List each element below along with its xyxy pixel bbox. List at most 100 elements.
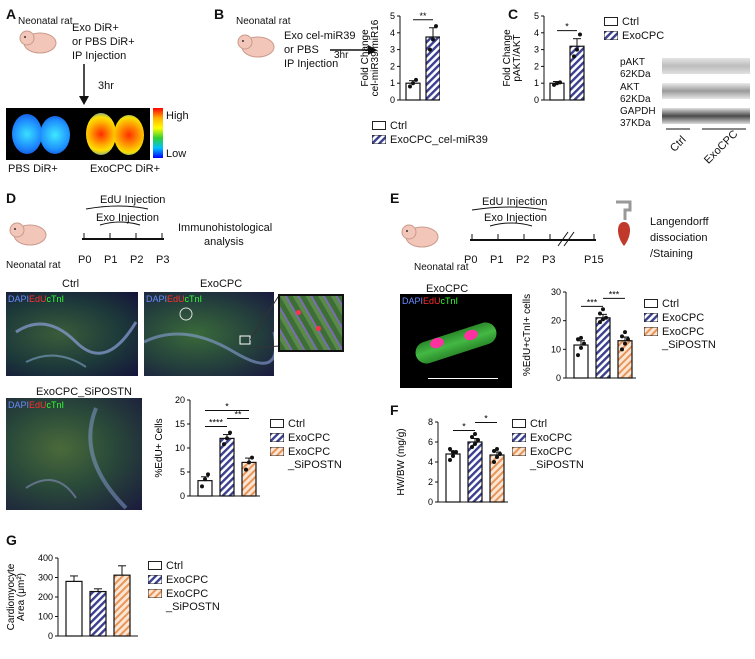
- y-axis-label: %EdU+cTnI+ cells: [522, 294, 533, 376]
- heart-icon: [616, 200, 632, 246]
- data-point: [576, 353, 580, 358]
- y-axis-label: pAKT/AKT: [512, 34, 523, 81]
- y-axis-label: Cardiomyocyte: [6, 563, 17, 630]
- bar: [89, 590, 107, 637]
- injection-line-3: IP Injection: [72, 50, 127, 62]
- y-tick-label: 8: [428, 417, 433, 427]
- data-point: [473, 442, 477, 446]
- injection-line-2: or PBS: [284, 44, 319, 56]
- micrograph-exocpc: DAPIEdUcTnI: [144, 292, 274, 376]
- legend-sipostn: ExoCPC _SiPOSTN: [166, 588, 220, 613]
- y-tick-label: 3: [534, 45, 539, 55]
- data-point: [244, 467, 248, 472]
- legend-sipostn: ExoCPC _SiPOSTN: [530, 446, 584, 471]
- injection-line-1: Exo DiR+: [72, 22, 119, 34]
- data-point: [582, 341, 586, 346]
- legend-ctrl: Ctrl: [288, 418, 306, 430]
- bar: [405, 82, 421, 101]
- data-point: [578, 32, 582, 37]
- stain-edu: EdU: [423, 296, 441, 306]
- significance-label: ****: [209, 418, 224, 428]
- blot-kda-gapdh: 37KDa: [620, 118, 651, 129]
- injection-line-3: IP Injection: [284, 58, 339, 70]
- y-axis-label: Fold Change: [502, 29, 513, 87]
- y-tick-label: 20: [551, 316, 561, 326]
- data-point: [598, 320, 602, 325]
- micrograph-ctrl: DAPIEdUcTnI: [6, 292, 138, 376]
- y-tick-label: 0: [556, 373, 561, 383]
- image-title-sipostn: ExoCPC_SiPOSTN: [36, 386, 132, 398]
- data-point: [579, 335, 583, 340]
- significance-label: *: [225, 402, 229, 412]
- injection-line-1: Exo cel-miR39: [284, 30, 356, 42]
- significance-label: *: [462, 422, 466, 432]
- stain-dapi: DAPI: [146, 294, 168, 304]
- data-point: [448, 447, 452, 451]
- data-point: [495, 455, 499, 459]
- blot-label-akt: AKT: [620, 82, 640, 93]
- legend-exocpc: ExoCPC: [166, 574, 209, 586]
- stain-edu: EdU: [29, 294, 47, 304]
- y-tick-label: 0: [48, 631, 53, 641]
- y-tick-label: 300: [38, 573, 53, 583]
- y-axis-label: Area (μm²): [16, 573, 27, 621]
- colorbar: [153, 108, 163, 158]
- time-label: 3hr: [334, 50, 349, 61]
- tick-p0: P0: [464, 254, 478, 266]
- data-point: [408, 84, 412, 89]
- data-point: [451, 450, 455, 454]
- y-tick-label: 0: [428, 497, 433, 507]
- blot-label-pakt: pAKT: [620, 57, 646, 68]
- data-point: [203, 477, 207, 482]
- rat-label-e: Neonatal rat: [414, 262, 469, 273]
- legend-ctrl: Ctrl: [622, 16, 640, 28]
- legend-exocpc: ExoCPC: [622, 30, 665, 42]
- legend-exocpc: ExoCPC: [288, 432, 331, 444]
- bar: [569, 45, 585, 101]
- legend-ctrl: Ctrl: [662, 298, 680, 310]
- data-point: [247, 460, 251, 465]
- bar: [241, 461, 257, 497]
- stain-dapi: DAPI: [8, 400, 30, 410]
- micrograph-cardiomyocyte: DAPIEdUcTnI: [400, 294, 512, 388]
- data-point: [604, 315, 608, 320]
- data-point: [558, 80, 562, 85]
- image-label-exocpc: ExoCPC DiR+: [90, 163, 160, 175]
- injection-line-2: or PBS DiR+: [72, 36, 135, 48]
- timeline-edu: EdU Injection: [100, 194, 166, 206]
- bar: [425, 36, 440, 101]
- data-point: [470, 435, 474, 439]
- y-tick-label: 10: [175, 443, 185, 453]
- data-point: [414, 77, 418, 82]
- data-point: [552, 82, 556, 87]
- data-point: [434, 24, 438, 29]
- data-point: [431, 37, 435, 42]
- significance-label: ***: [587, 297, 598, 307]
- legend-ctrl: Ctrl: [390, 120, 408, 132]
- image-title-ctrl: Ctrl: [62, 278, 80, 290]
- zoom-lines: [250, 293, 281, 348]
- legend-exocpc: ExoCPC: [530, 432, 573, 444]
- rat-icon: [237, 34, 275, 58]
- stain-ctni: cTnI: [440, 296, 459, 306]
- y-tick-label: 5: [180, 467, 185, 477]
- data-point: [428, 47, 432, 52]
- stain-ctni: cTnI: [46, 400, 65, 410]
- y-tick-label: 2: [534, 61, 539, 71]
- tick-p3: P3: [542, 254, 556, 266]
- y-tick-label: 5: [534, 11, 539, 21]
- data-point: [572, 54, 576, 59]
- colorbar-low: Low: [166, 148, 187, 160]
- stain-dapi: DAPI: [8, 294, 30, 304]
- data-point: [576, 337, 580, 342]
- blot-band-gapdh: [662, 108, 750, 124]
- data-point: [200, 484, 204, 489]
- blot-label-gapdh: GAPDH: [620, 106, 656, 117]
- data-point: [598, 311, 602, 316]
- legend-exocpc: ExoCPC_cel-miR39: [390, 134, 488, 146]
- y-tick-label: 0: [390, 95, 395, 105]
- tick-p1: P1: [104, 254, 118, 266]
- y-tick-label: 400: [38, 553, 53, 563]
- data-point: [225, 436, 229, 441]
